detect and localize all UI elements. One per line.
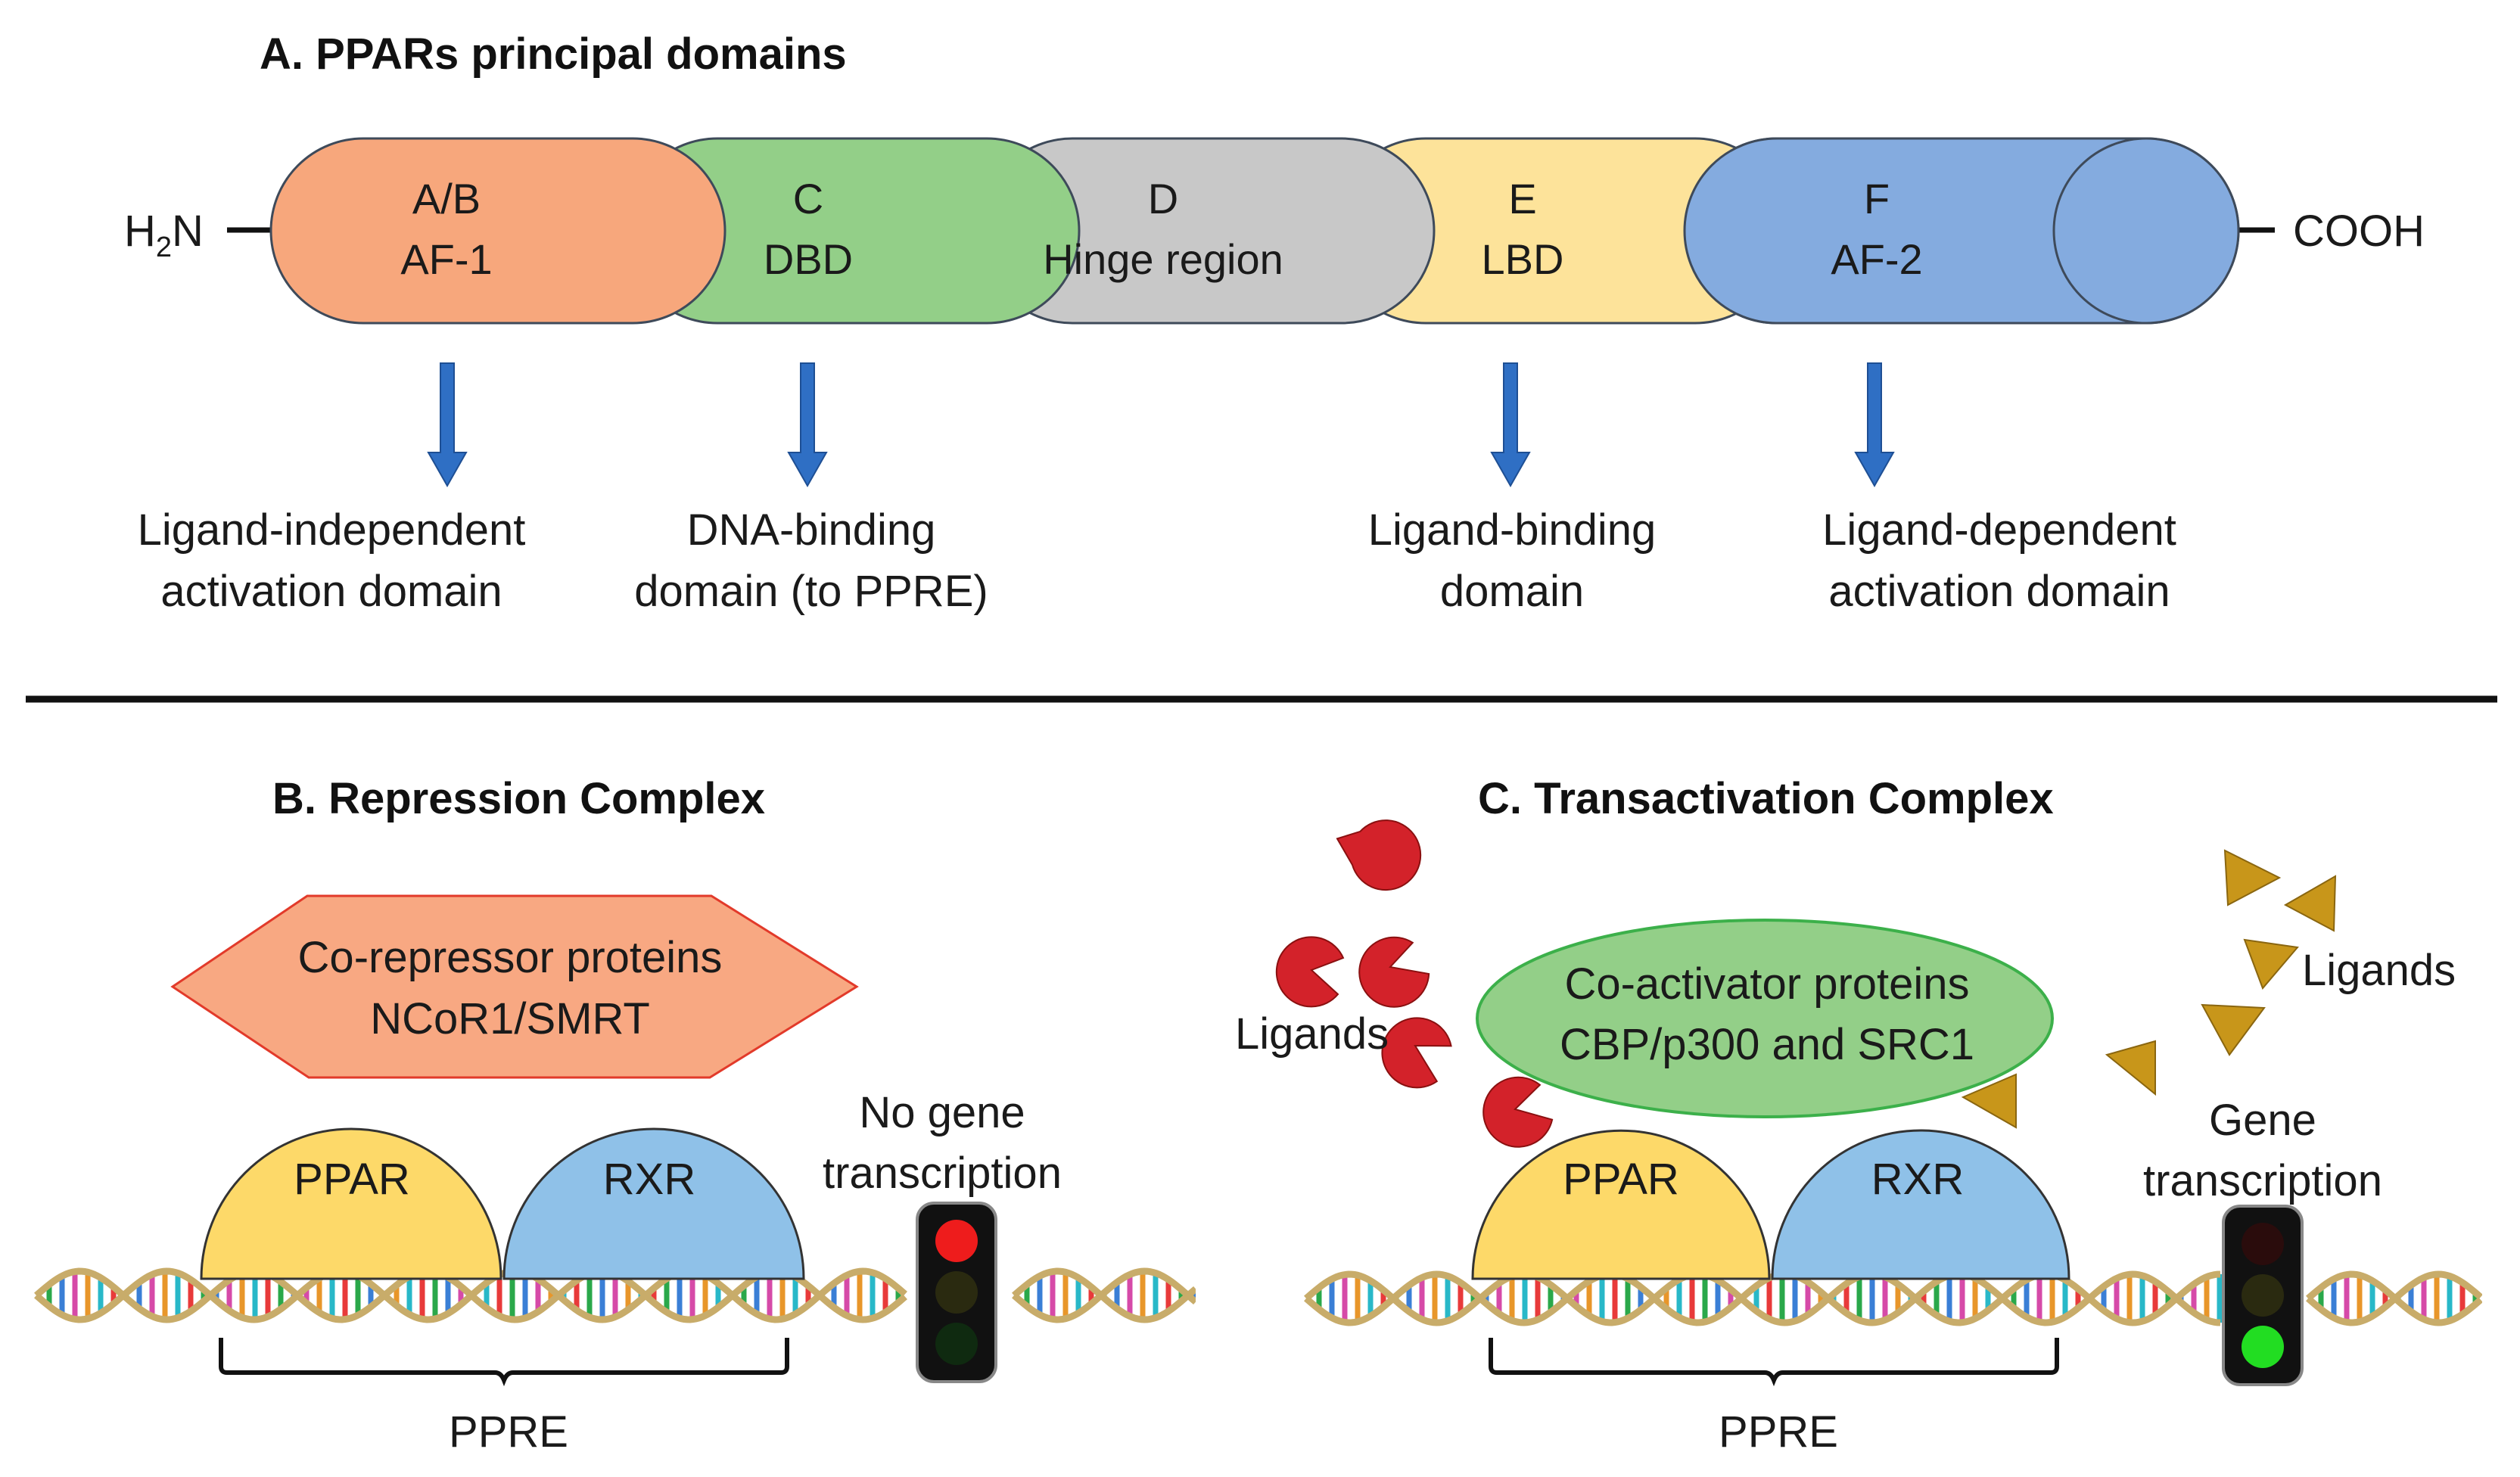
ligand-gold-icon — [2201, 1003, 2266, 1056]
rxr-c-label: RXR — [1871, 1155, 1964, 1204]
dna-helix-c — [1304, 1270, 2482, 1326]
traffic-light-red-icon — [916, 1202, 997, 1383]
ligand-red-icon — [1381, 1017, 1452, 1089]
ligand-gold-icon — [2243, 938, 2299, 990]
ppre-c-label: PPRE — [1719, 1407, 1838, 1457]
ppre-bracket-c — [1489, 1338, 2059, 1387]
domain-f-line1: F — [1864, 175, 1890, 222]
ligands-right-label: Ligands — [2302, 946, 2456, 995]
domain-e-line1: E — [1508, 175, 1536, 222]
ligand-red-icon — [1358, 936, 1430, 1008]
arrow-down-icon — [1490, 362, 1531, 488]
corepressor-line2: NCoR1/SMRT — [370, 994, 650, 1043]
coactivator-shape — [1476, 919, 2054, 1118]
domain-ab-shape — [269, 137, 726, 325]
ppar-b-shape — [200, 1127, 502, 1280]
domain-ab-desc2: activation domain — [160, 567, 502, 616]
domain-e-desc1: Ligand-binding — [1368, 505, 1657, 555]
ligand-red-icon — [1275, 936, 1345, 1008]
ligand-gold-icon — [1961, 1073, 2017, 1129]
panel-a-title: A. PPARs principal domains — [260, 30, 847, 79]
domain-f-cap-front — [2052, 137, 2240, 325]
panel-c-title: C. Transactivation Complex — [1478, 774, 2054, 823]
dna-backbone — [1304, 1270, 2221, 1326]
coactivator-line1: Co-activator proteins — [1564, 959, 1969, 1009]
domain-ab-desc1: Ligand-independent — [138, 505, 526, 555]
corepressor-shape — [170, 894, 859, 1079]
arrow-down-icon — [427, 362, 468, 488]
ligand-gold-icon — [2105, 1040, 2156, 1096]
traffic-light-green-icon — [2222, 1205, 2304, 1386]
dna-backbone — [1304, 1270, 2221, 1326]
ligands-left-label: Ligands — [1235, 1009, 1389, 1059]
ppar-b-label: PPAR — [294, 1155, 410, 1204]
status-b-line1: No gene — [859, 1088, 1025, 1137]
domain-d-line2: Hinge region — [1043, 235, 1283, 283]
domain-e-desc2: domain — [1440, 567, 1584, 616]
domain-ab-line2: AF-1 — [400, 235, 492, 283]
rxr-c-shape — [1771, 1129, 2070, 1280]
dna-backbone — [1012, 1267, 1196, 1323]
domain-f-line2: AF-2 — [1831, 235, 1922, 283]
panel-b-title: B. Repression Complex — [272, 774, 765, 823]
ligand-red-icon — [1336, 819, 1422, 891]
status-c-line1: Gene — [2209, 1096, 2316, 1145]
ligand-gold-icon — [2283, 875, 2337, 932]
domain-c-line1: C — [793, 175, 823, 222]
ppar-c-label: PPAR — [1563, 1155, 1679, 1204]
domain-c-desc1: DNA-binding — [687, 505, 936, 555]
domain-f-desc1: Ligand-dependent — [1822, 505, 2176, 555]
rxr-b-shape — [502, 1127, 805, 1280]
status-c-line2: transcription — [2143, 1156, 2382, 1205]
n-terminus-label: H2N — [124, 207, 204, 263]
domain-c-line2: DBD — [764, 235, 853, 283]
ppre-b-label: PPRE — [449, 1407, 568, 1457]
domain-ab-line1: A/B — [412, 175, 481, 222]
coactivator-line2: CBP/p300 and SRC1 — [1560, 1020, 1974, 1069]
dna-backbone — [2306, 1270, 2482, 1326]
ligand-gold-icon — [2223, 849, 2282, 906]
domain-f-desc2: activation domain — [1828, 567, 2170, 616]
ligand-red-icon — [1482, 1076, 1554, 1148]
domain-c-desc2: domain (to PPRE) — [634, 567, 988, 616]
status-b-line2: transcription — [823, 1149, 1062, 1198]
domain-e-line2: LBD — [1482, 235, 1564, 283]
dna-backbone — [1012, 1267, 1196, 1323]
c-terminus-label: COOH — [2293, 207, 2425, 256]
arrow-down-icon — [1854, 362, 1895, 488]
corepressor-line1: Co-repressor proteins — [298, 933, 723, 982]
arrow-down-icon — [787, 362, 828, 488]
ppar-c-shape — [1471, 1129, 1771, 1280]
ppre-bracket-b — [219, 1338, 789, 1387]
domain-d-line1: D — [1148, 175, 1178, 222]
rxr-b-label: RXR — [603, 1155, 695, 1204]
